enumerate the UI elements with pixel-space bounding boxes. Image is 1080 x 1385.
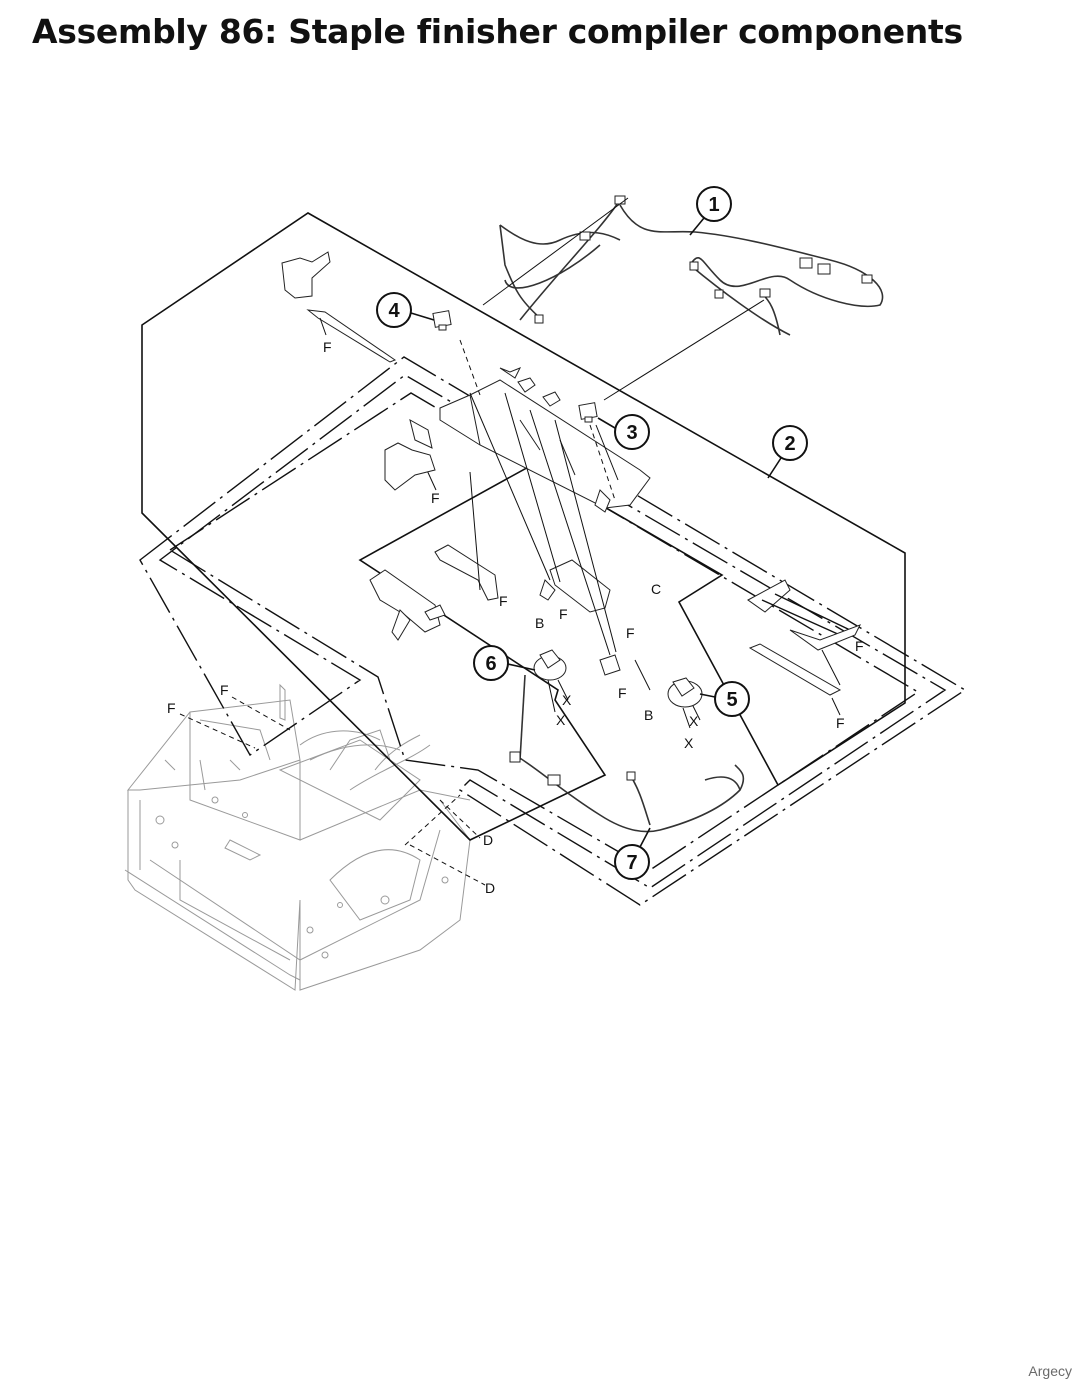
callout-2: 2 — [767, 425, 808, 479]
callout-7-label: 7 — [626, 852, 637, 874]
letter-f: F — [618, 685, 627, 701]
top-left-actuator — [281, 251, 397, 363]
callout-1: 1 — [689, 186, 732, 236]
letter-f: F — [855, 638, 864, 654]
right-rod-assembly — [747, 579, 862, 716]
callout-1-label: 1 — [708, 194, 719, 216]
callout-4: 4 — [376, 292, 435, 328]
letter-b: B — [644, 707, 653, 723]
letter-d: D — [485, 880, 495, 896]
letter-f: F — [559, 606, 568, 622]
letter-x: X — [562, 692, 572, 708]
lower-bracket-center — [434, 544, 499, 601]
page-title: Assembly 86: Staple finisher compiler co… — [32, 12, 963, 51]
assembly-2-bracket — [141, 212, 906, 841]
letter-f: F — [499, 593, 508, 609]
callout-7: 7 — [614, 827, 651, 880]
compiler-tray-upper — [409, 367, 651, 513]
callout-4-label: 4 — [388, 300, 400, 322]
letter-c: C — [651, 581, 661, 597]
letter-f: F — [626, 625, 635, 641]
letter-d: D — [483, 832, 493, 848]
callout-6: 6 — [473, 645, 536, 681]
letter-f: F — [836, 715, 845, 731]
sensor-4 — [432, 310, 452, 331]
callout-3: 3 — [597, 414, 650, 450]
letter-f: F — [167, 700, 176, 716]
letter-b: B — [535, 615, 544, 631]
letter-x: X — [556, 712, 566, 728]
motor-5 — [667, 677, 703, 708]
left-bracket — [384, 442, 436, 491]
letter-f: F — [431, 490, 440, 506]
callout-3-label: 3 — [626, 422, 637, 444]
sensor-3 — [578, 402, 598, 423]
letter-x: X — [689, 713, 699, 729]
letter-f: F — [323, 339, 332, 355]
harness-7 — [509, 674, 745, 833]
callout-2-label: 2 — [784, 433, 795, 455]
callout-5: 5 — [699, 681, 750, 717]
lower-bracket-left — [369, 569, 446, 641]
letter-f: F — [220, 682, 229, 698]
callout-5-label: 5 — [726, 689, 737, 711]
motor-6 — [533, 649, 567, 681]
harness-1 — [499, 195, 884, 336]
center-plate — [539, 559, 621, 676]
ghosted-finisher-frame — [124, 683, 471, 991]
letter-x: X — [684, 735, 694, 751]
watermark: Argecy — [1028, 1363, 1072, 1379]
subassembly-outline-outer — [139, 356, 967, 906]
callout-6-label: 6 — [485, 653, 496, 675]
